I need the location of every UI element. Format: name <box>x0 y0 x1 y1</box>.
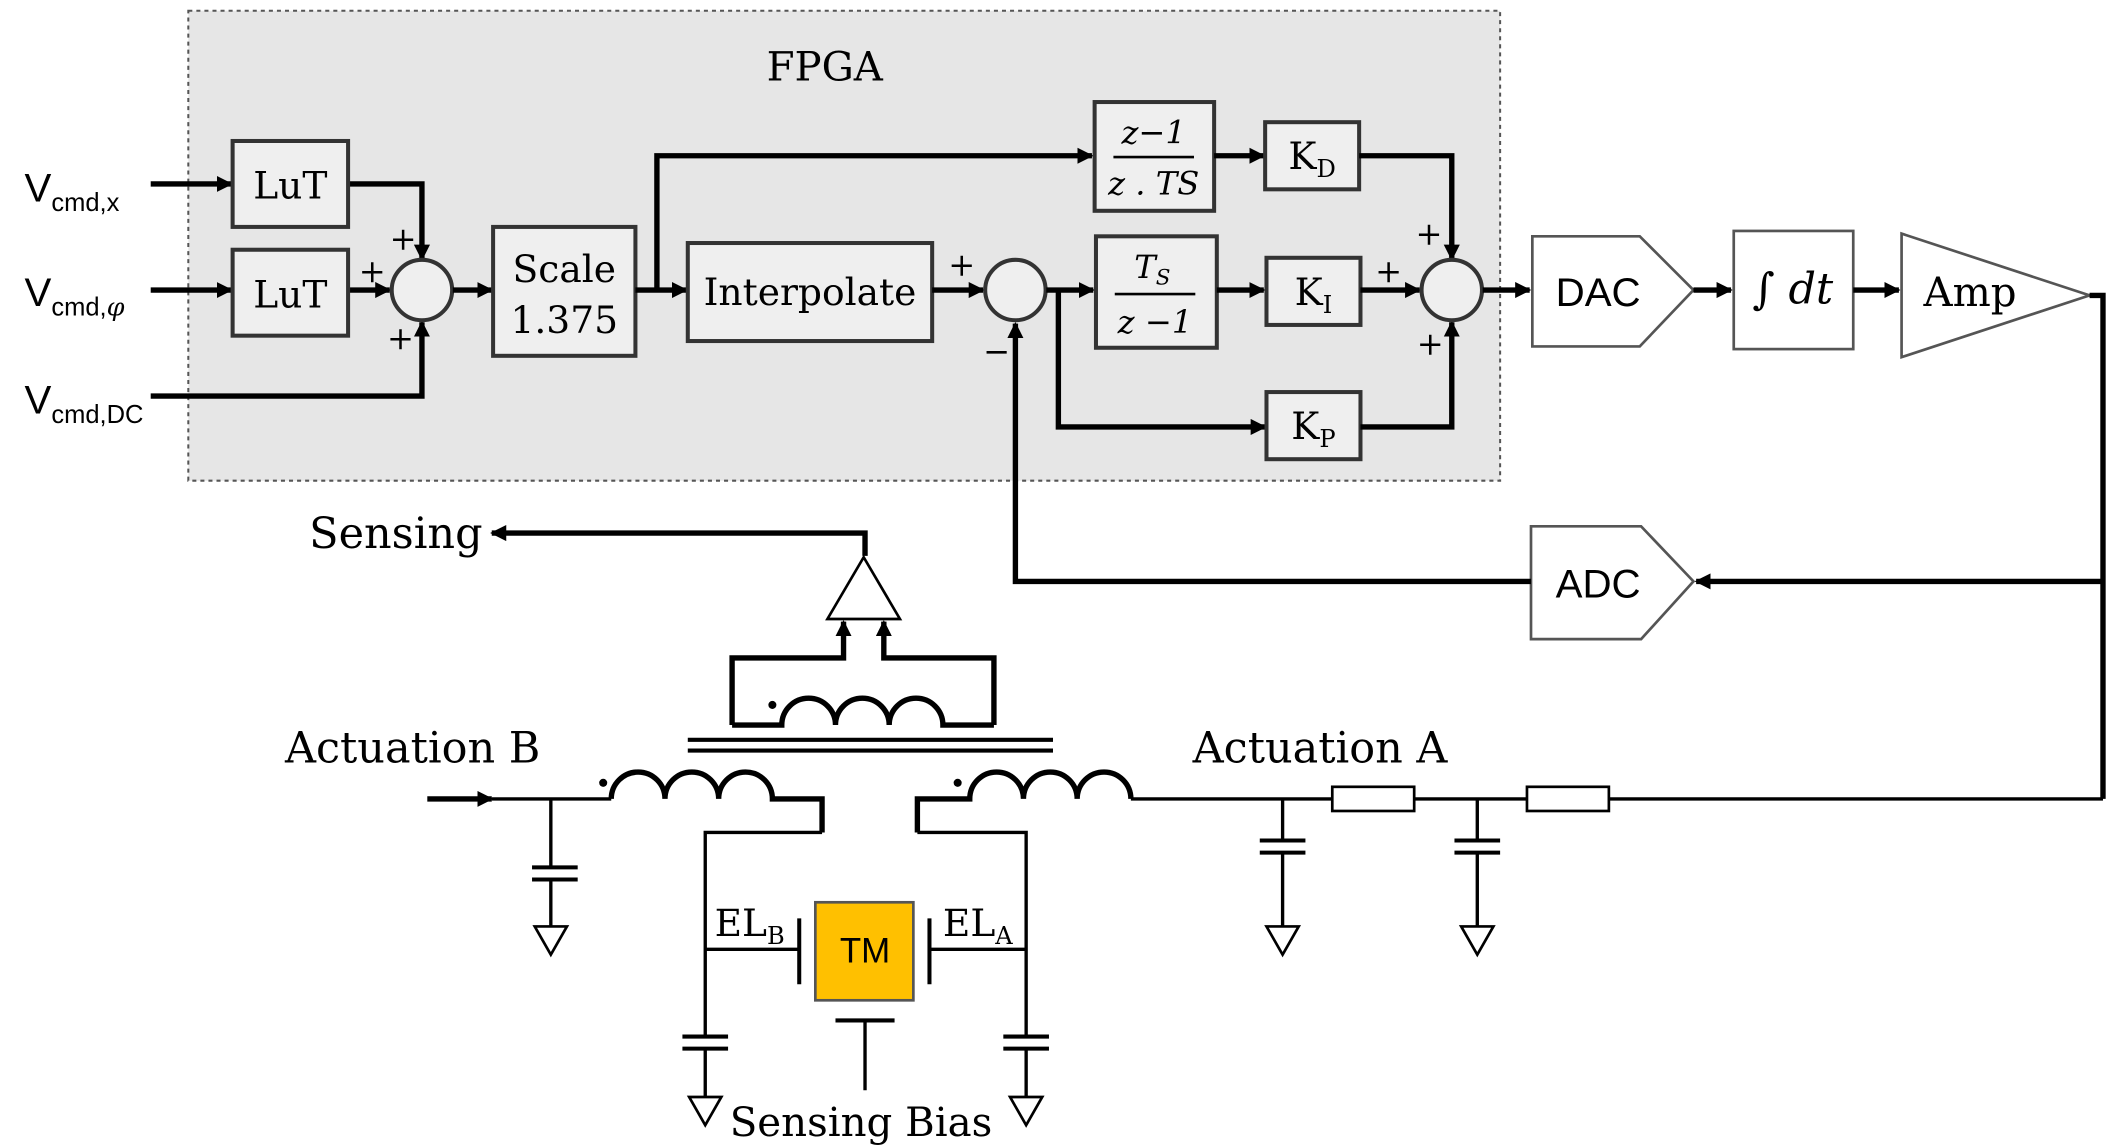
sensing-bias-label: Sensing Bias <box>730 1100 993 1146</box>
kp-gain-block <box>1264 390 1363 462</box>
summing-junction-2 <box>983 257 1048 323</box>
derivative-numerator: z−1 <box>1120 114 1185 152</box>
ground-el-b <box>686 1095 724 1128</box>
ground-a2 <box>1458 925 1496 958</box>
wire-kd-to-sum3 <box>1359 153 1460 261</box>
resistor-a1 <box>1330 785 1416 813</box>
ground-el-a <box>1007 1095 1045 1128</box>
coil-b-dot <box>599 778 608 787</box>
sum1-sign-top: + <box>390 220 417 258</box>
wire-kp-to-sum3 <box>1360 320 1460 430</box>
el-a-label: ELA <box>943 901 1013 950</box>
coil-b <box>608 769 825 833</box>
fpga-label: FPGA <box>767 45 884 91</box>
input-vcmd-phi: Vcmd,φ <box>24 270 124 322</box>
ground-a1 <box>1264 925 1302 958</box>
lut-block-2-label: LuT <box>253 272 327 316</box>
kd-gain-label: KD <box>1288 134 1335 183</box>
dac-label: DAC <box>1556 270 1641 315</box>
wire-electrode-a <box>917 830 1028 1037</box>
lut-block-1-label: LuT <box>253 164 327 208</box>
sum3-sign-bottom: + <box>1417 324 1444 362</box>
ki-gain-label: KI <box>1295 270 1333 319</box>
coil-a-dot <box>953 778 962 787</box>
wire-pickup-left <box>729 620 852 726</box>
sum2-sign-left: + <box>948 245 975 283</box>
sensing-amplifier <box>825 554 903 621</box>
actuation-b-label: Actuation B <box>284 724 540 774</box>
adc-label: ADC <box>1556 561 1641 606</box>
integrator-block <box>1732 229 1855 351</box>
integrator-label: ∫ dt <box>1752 264 1834 314</box>
kd-gain-block <box>1263 120 1362 192</box>
test-mass <box>814 900 915 1002</box>
sum2-sign-bottom: − <box>983 333 1010 371</box>
amp-block <box>1900 231 2094 360</box>
wire-lut1-to-sum1 <box>348 181 430 261</box>
wire-scale-to-derivative <box>654 147 1094 291</box>
actuation-a-label: Actuation A <box>1192 724 1449 774</box>
coil-a <box>914 769 1134 833</box>
pickup-coil <box>732 695 994 728</box>
wire-pickup-right <box>875 620 997 726</box>
ground-b-left <box>532 925 570 958</box>
derivative-denominator: z . TS <box>1107 165 1199 203</box>
integral-denominator: z −1 <box>1117 303 1193 341</box>
wire-sensing-output <box>490 524 868 556</box>
lut-block-2 <box>230 247 351 338</box>
pickup-coil-dot <box>768 700 777 709</box>
kp-gain-label: KP <box>1291 404 1335 453</box>
integral-numerator: TS <box>1134 248 1170 291</box>
scale-block <box>491 224 638 358</box>
summing-junction-3 <box>1419 257 1485 323</box>
wire-dc-to-sum1 <box>150 320 430 399</box>
test-mass-label: TM <box>840 932 890 971</box>
dac-block <box>1530 234 1696 348</box>
input-vcmd-x: Vcmd,x <box>24 165 119 216</box>
scale-label-line2: 1.375 <box>510 298 618 342</box>
amp-label: Amp <box>1923 270 2017 316</box>
sum1-sign-left: + <box>359 252 386 290</box>
summing-junction-1 <box>389 257 455 323</box>
sensing-label: Sensing <box>309 509 482 559</box>
el-b-label: ELB <box>715 901 785 950</box>
wire-electrode-b <box>703 830 823 1037</box>
lut-block-1 <box>230 138 351 229</box>
interpolate-block <box>685 241 935 344</box>
wire-amp-output <box>2089 292 2106 799</box>
resistor-a2 <box>1525 785 1611 813</box>
wire-adc-to-sum2 <box>1007 321 1531 585</box>
adc-block <box>1529 524 1696 641</box>
input-vcmd-dc: Vcmd,DC <box>24 378 143 429</box>
sum3-sign-left: + <box>1375 252 1402 290</box>
sum1-sign-bottom: + <box>387 319 414 357</box>
wire-sum2-to-kp <box>1055 290 1267 436</box>
scale-label-line1: Scale <box>513 247 616 291</box>
ki-gain-block <box>1264 255 1363 327</box>
interpolate-label: Interpolate <box>704 270 917 314</box>
sum3-sign-top: + <box>1415 214 1442 252</box>
